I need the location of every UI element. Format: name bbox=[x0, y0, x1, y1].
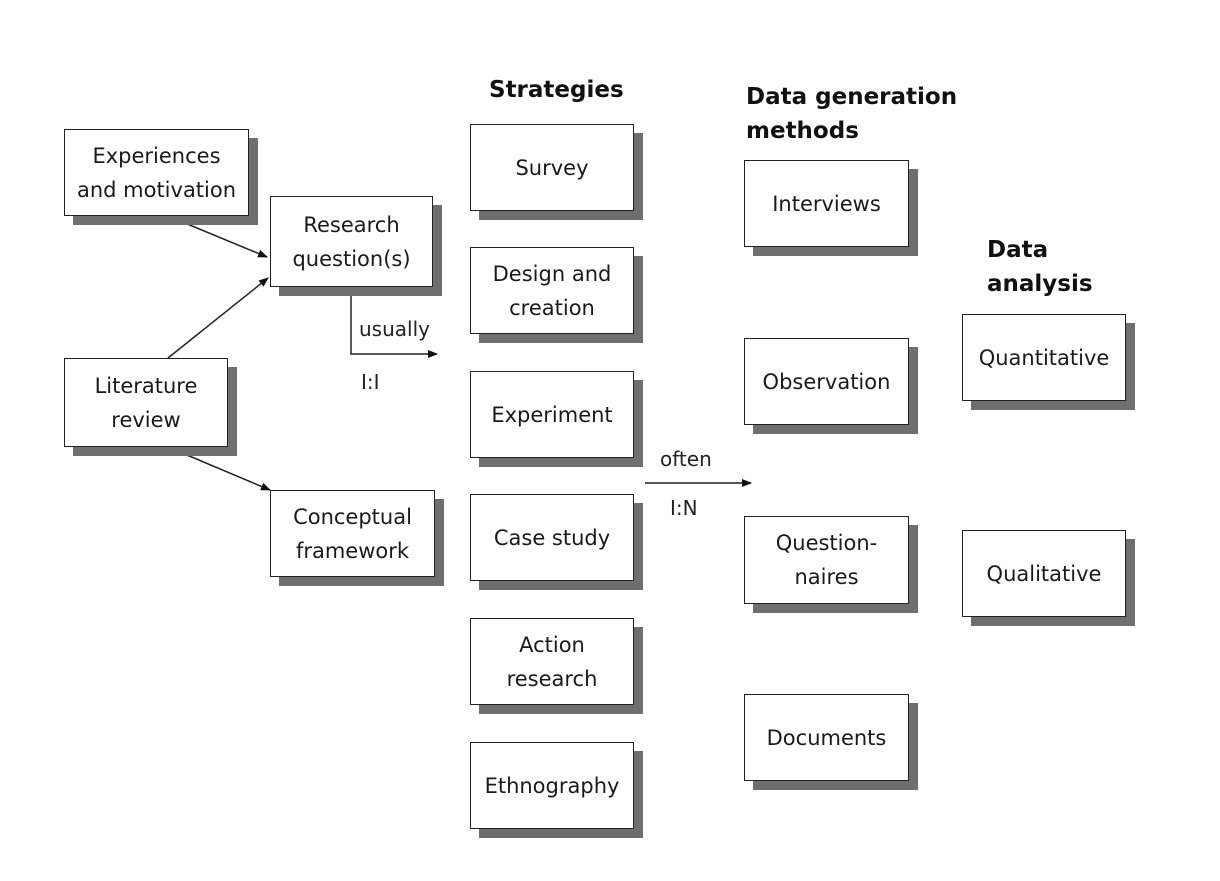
data-generation-heading: Data generation methods bbox=[746, 84, 958, 144]
research-question-box: Research question(s) bbox=[270, 196, 433, 287]
experiences-box: Experiences and motivation bbox=[64, 129, 249, 216]
strategy-box-case-study: Case study bbox=[470, 494, 634, 581]
usually-label: usually bbox=[359, 317, 430, 341]
strategy-box-ethnography: Ethnography bbox=[470, 742, 634, 829]
analysis-box-quantitative: Quantitative bbox=[962, 314, 1126, 401]
method-box-interviews: Interviews bbox=[744, 160, 909, 247]
arrow-literature-to-question bbox=[167, 277, 269, 359]
data-analysis-heading: Data analysis bbox=[987, 237, 1093, 297]
conceptual-framework-box: Conceptual framework bbox=[270, 490, 435, 577]
strategy-box-design-and-creation: Design and creation bbox=[470, 247, 634, 334]
strategy-box-survey: Survey bbox=[470, 124, 634, 211]
arrow-literature-to-framework bbox=[167, 446, 271, 491]
literature-review-box: Literature review bbox=[64, 358, 228, 447]
strategy-box-experiment: Experiment bbox=[470, 371, 634, 458]
one-to-one-label: I:I bbox=[361, 370, 380, 394]
analysis-box-qualitative: Qualitative bbox=[962, 530, 1126, 617]
method-box-observation: Observation bbox=[744, 338, 909, 425]
strategy-box-action-research: Action research bbox=[470, 618, 634, 705]
method-box-questionnaires: Question- naires bbox=[744, 516, 909, 604]
strategies-heading: Strategies bbox=[489, 77, 624, 103]
often-label: often bbox=[660, 447, 712, 471]
arrow-question-to-strategies bbox=[350, 287, 438, 358]
method-box-documents: Documents bbox=[744, 694, 909, 781]
one-to-n-label: I:N bbox=[670, 496, 698, 520]
arrow-experiences-to-question bbox=[167, 215, 268, 258]
